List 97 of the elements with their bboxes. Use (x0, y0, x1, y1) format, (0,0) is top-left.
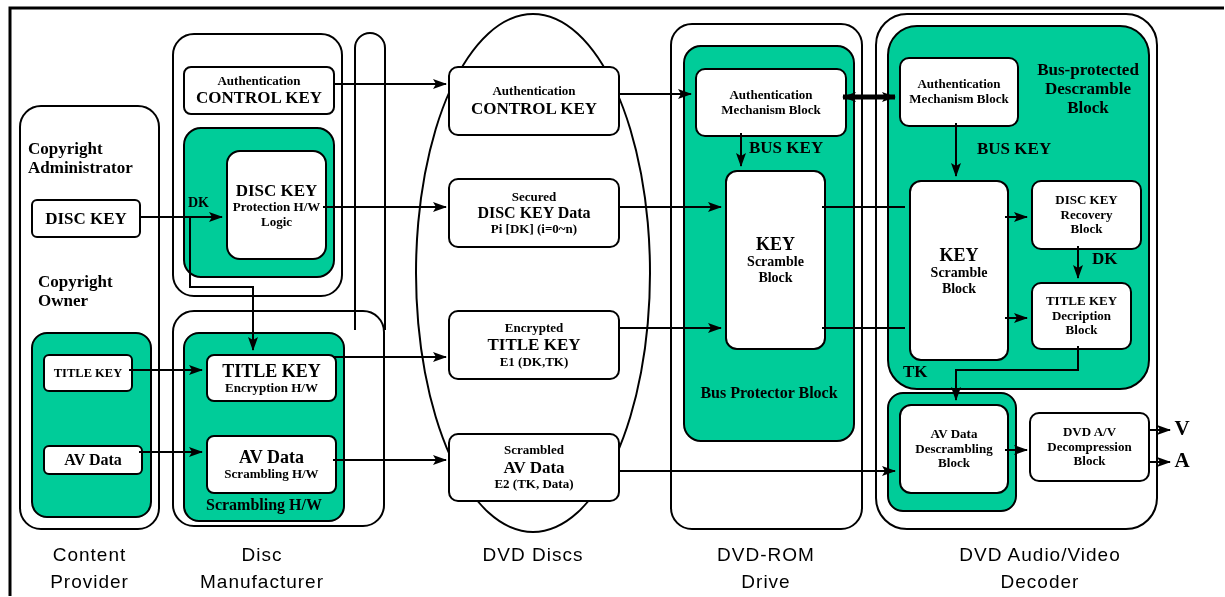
group-heading: Copyright Owner (38, 272, 114, 311)
arrow (617, 323, 722, 333)
box-label: DISC KEY (235, 180, 318, 200)
arrow (1004, 445, 1028, 455)
arrow (951, 122, 961, 177)
arrow (951, 345, 1079, 401)
box-label: CONTROL KEY (195, 88, 323, 108)
arrow (322, 202, 447, 212)
arrow (617, 89, 692, 99)
arrow (736, 132, 746, 167)
process-box (448, 66, 620, 136)
signal-label: V (1174, 417, 1190, 441)
box-label: DISC KEY (45, 209, 127, 228)
group-heading: Copyright Administrator (28, 139, 134, 178)
arrow (1073, 245, 1083, 279)
hardware-panel (31, 332, 152, 518)
box-label: KEY (756, 234, 795, 255)
box-label: AV Data Descrambling Block (914, 427, 994, 471)
box-label: Scramble Block (746, 254, 805, 286)
process-box (899, 404, 1009, 494)
arrow (1004, 313, 1028, 323)
box-label: DVD A/V Decompression Block (1046, 425, 1133, 469)
process-box (226, 150, 327, 260)
edge-label: BUS KEY (977, 140, 1052, 157)
connector-line (821, 206, 906, 208)
box-label: AV Data (64, 451, 122, 469)
section-caption: Content Provider (49, 543, 130, 594)
box-label: Encryption H/W (225, 380, 318, 396)
arrow (1004, 212, 1028, 222)
process-box (1031, 180, 1142, 250)
box-label: Authentication (217, 73, 301, 89)
box-label: TITLE KEY Decription Block (1044, 294, 1119, 338)
hardware-panel (887, 392, 1017, 512)
process-box (206, 435, 337, 494)
box-label: DISC KEY Data (477, 204, 591, 222)
box-label: Authentication Mechanism Block (909, 77, 1009, 107)
arrow (842, 92, 896, 102)
arrow (138, 447, 203, 457)
process-box (183, 66, 335, 115)
arrow (617, 202, 722, 212)
box-label: E2 (TK, Data) (494, 477, 574, 492)
group-heading: Scrambling H/W (205, 496, 323, 514)
box-label: TITLE KEY (487, 335, 581, 355)
arrow (332, 455, 447, 465)
arrow (332, 79, 447, 89)
edge-label: DK (188, 196, 209, 210)
arrow (332, 352, 447, 362)
process-box (448, 433, 620, 502)
process-box (899, 57, 1019, 127)
box-label: AV Data (239, 447, 304, 468)
box-label: Authentication (492, 84, 576, 99)
process-box (43, 445, 143, 475)
section-caption: DVD-ROM Drive (716, 543, 816, 594)
section-caption: DVD Audio/Video Decoder (958, 543, 1122, 594)
group-panel (172, 33, 343, 297)
process-box (206, 354, 337, 402)
box-label: Scramble Block (929, 264, 989, 297)
process-box (31, 199, 141, 238)
hardware-panel (183, 127, 335, 278)
arrow (617, 466, 896, 476)
box-label: KEY (939, 244, 979, 265)
box-label: Scrambling H/W (224, 467, 319, 482)
connector-line (821, 327, 906, 329)
section-caption: DVD Discs (481, 543, 585, 567)
arrow (128, 365, 203, 375)
arrow (1147, 457, 1171, 467)
box-label: Pi [DK] (i=0~n) (490, 221, 578, 237)
box-label: E1 (DK,TK) (499, 354, 569, 370)
box-label: TITLE KEY (53, 366, 123, 380)
hardware-panel (887, 25, 1150, 390)
box-label: Secured (511, 189, 557, 205)
hardware-panel (183, 332, 345, 522)
group-heading: Bus-protected Descramble Block (1036, 60, 1140, 118)
process-box (448, 178, 620, 248)
process-box (725, 170, 826, 350)
hardware-panel (683, 45, 855, 442)
edge-label: BUS KEY (749, 139, 824, 156)
arrow (1147, 425, 1171, 435)
box-label: Scrambled (504, 443, 564, 458)
edge-label: TK (903, 363, 928, 380)
box-label: TITLE KEY (222, 360, 321, 381)
process-box (909, 180, 1009, 361)
box-label: DISC KEY Recovery Block (1054, 193, 1119, 237)
box-label: Encrypted (504, 320, 564, 336)
edge-label: DK (1092, 250, 1118, 267)
box-label: AV Data (503, 458, 565, 477)
box-label: CONTROL KEY (470, 98, 598, 118)
process-box (43, 354, 133, 392)
process-box (695, 68, 847, 137)
process-box (448, 310, 620, 380)
group-heading: Bus Protector Block (699, 384, 839, 402)
box-label: Protection H/W Logic (231, 199, 322, 230)
signal-label: A (1174, 449, 1190, 473)
process-box (1029, 412, 1150, 482)
section-caption: Disc Manufacturer (199, 543, 325, 594)
process-box (1031, 282, 1132, 350)
box-label: Authentication Mechanism Block (721, 87, 821, 118)
